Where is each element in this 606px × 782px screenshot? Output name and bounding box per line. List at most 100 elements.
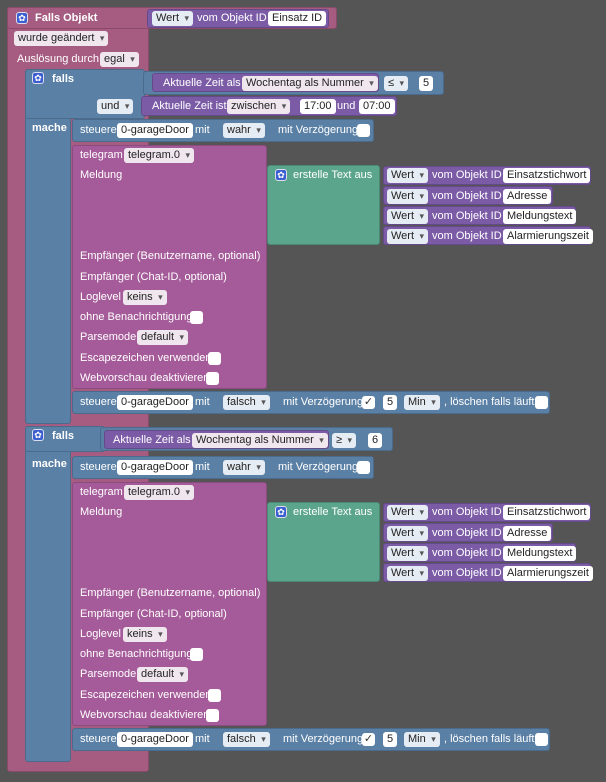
gear-icon[interactable]: ✿	[16, 12, 28, 24]
operator-dropdown-2[interactable]: ≥	[332, 433, 357, 448]
value-dropdown[interactable]: Wert	[387, 189, 429, 204]
value-dropdown[interactable]: Wert	[152, 11, 194, 26]
object-id-field[interactable]: Alarmierungszeit	[503, 566, 593, 581]
with-delay-label: mit Verzögerung	[283, 396, 364, 408]
delay-checkbox[interactable]: ✓	[362, 396, 375, 409]
object-id-field[interactable]: Einsatzstichwort	[503, 168, 591, 183]
gear-icon[interactable]: ✿	[32, 72, 44, 84]
value-dropdown[interactable]: Wert	[387, 566, 429, 581]
value-dropdown[interactable]: Wert	[387, 526, 429, 541]
mit-label: mit	[195, 124, 210, 136]
object-id-field[interactable]: Alarmierungszeit	[503, 229, 593, 244]
parsemode-label: Parsemode	[80, 331, 137, 343]
object-id-field[interactable]: Meldungstext	[503, 209, 577, 224]
trigger-by-dropdown[interactable]: egal	[100, 52, 139, 67]
telegram-block-1[interactable]	[72, 145, 267, 389]
escape-checkbox[interactable]	[208, 689, 221, 702]
value-true-dropdown[interactable]: wahr	[223, 123, 265, 138]
time-to-field[interactable]: 07:00	[359, 99, 395, 114]
object-id-field[interactable]: Meldungstext	[503, 546, 577, 561]
time-and-label: und	[337, 100, 356, 112]
delay-checkbox[interactable]	[357, 461, 370, 474]
parsemode-label: Parsemode	[80, 668, 137, 680]
steuere-label: steuere	[80, 124, 117, 136]
telegram-block-2[interactable]	[72, 482, 267, 726]
telegram-instance-dropdown[interactable]: telegram.0	[124, 148, 194, 163]
no-preview-checkbox[interactable]	[206, 372, 219, 385]
mit-label: mit	[195, 396, 210, 408]
clear-running-label: , löschen falls läuft	[444, 396, 535, 408]
recipient-chat-label: Empfänger (Chat-ID, optional)	[80, 608, 227, 620]
telegram-instance-dropdown[interactable]: telegram.0	[124, 485, 194, 500]
build-text-label: erstelle Text aus	[293, 506, 373, 518]
object-id-field[interactable]: Einsatzstichwort	[503, 505, 591, 520]
silent-checkbox[interactable]	[190, 311, 203, 324]
parsemode-dropdown[interactable]: default	[137, 330, 189, 345]
number-field-2[interactable]: 6	[368, 433, 383, 448]
delay-value-field[interactable]: 5	[383, 732, 398, 747]
if-block-2[interactable]	[25, 426, 71, 762]
loglevel-dropdown[interactable]: keins	[123, 290, 167, 305]
do-label-1: mache	[32, 122, 67, 134]
operator-dropdown-1[interactable]: ≤	[384, 76, 409, 91]
changed-dropdown[interactable]: wurde geändert	[14, 31, 109, 46]
and-dropdown[interactable]: und	[97, 99, 134, 114]
mit-label: mit	[195, 461, 210, 473]
gear-icon[interactable]: ✿	[275, 169, 287, 181]
gear-icon[interactable]: ✿	[32, 429, 44, 441]
loglevel-dropdown[interactable]: keins	[123, 627, 167, 642]
of-object-id-label: vom Objekt ID	[432, 230, 502, 242]
object-id-field[interactable]: Adresse	[503, 189, 552, 204]
delay-checkbox[interactable]	[357, 124, 370, 137]
delay-unit-dropdown[interactable]: Min	[404, 395, 440, 410]
with-delay-label: mit Verzögerung	[283, 733, 364, 745]
of-object-id-label: vom Objekt ID	[197, 12, 267, 24]
loglevel-label: Loglevel	[80, 628, 121, 640]
garage-id-field[interactable]: 0-garageDoor	[117, 732, 193, 747]
of-object-id-label: vom Objekt ID	[432, 210, 502, 222]
value-dropdown[interactable]: Wert	[387, 229, 429, 244]
gear-icon[interactable]: ✿	[275, 506, 287, 518]
escape-checkbox[interactable]	[208, 352, 221, 365]
loglevel-label: Loglevel	[80, 291, 121, 303]
delay-value-field[interactable]: 5	[383, 395, 398, 410]
clear-running-checkbox[interactable]	[535, 733, 548, 746]
value-dropdown[interactable]: Wert	[387, 168, 429, 183]
value-dropdown[interactable]: Wert	[387, 505, 429, 520]
message-label: Meldung	[80, 506, 123, 518]
delay-unit-dropdown[interactable]: Min	[404, 732, 440, 747]
trigger-title: Falls Objekt	[35, 12, 98, 24]
value-dropdown[interactable]: Wert	[387, 546, 429, 561]
current-time-label-1: Aktuelle Zeit als	[163, 77, 241, 89]
clear-running-checkbox[interactable]	[535, 396, 548, 409]
value-dropdown[interactable]: Wert	[387, 209, 429, 224]
recipient-chat-label: Empfänger (Chat-ID, optional)	[80, 271, 227, 283]
with-delay-label: mit Verzögerung	[278, 124, 359, 136]
value-false-dropdown[interactable]: falsch	[223, 732, 270, 747]
between-dropdown[interactable]: zwischen	[227, 99, 291, 114]
if-block-1[interactable]	[25, 69, 71, 424]
steuere-label: steuere	[80, 461, 117, 473]
trigger-by-label: Auslösung durch	[17, 53, 99, 65]
of-object-id-label: vom Objekt ID	[432, 169, 502, 181]
delay-checkbox[interactable]: ✓	[362, 733, 375, 746]
steuere-label: steuere	[80, 396, 117, 408]
garage-id-field[interactable]: 0-garageDoor	[117, 460, 193, 475]
weekday-dropdown-2[interactable]: Wochentag als Nummer	[192, 433, 328, 448]
garage-id-field[interactable]: 0-garageDoor	[117, 395, 193, 410]
object-id-field[interactable]: Adresse	[503, 526, 552, 541]
object-id-field[interactable]: Einsatz ID	[268, 11, 327, 26]
with-delay-label: mit Verzögerung	[278, 461, 359, 473]
of-object-id-label: vom Objekt ID	[432, 547, 502, 559]
garage-id-field[interactable]: 0-garageDoor	[117, 123, 193, 138]
no-preview-checkbox[interactable]	[206, 709, 219, 722]
parsemode-dropdown[interactable]: default	[137, 667, 189, 682]
if-label-1: falls	[52, 73, 75, 85]
no-preview-label: Webvorschau deaktivieren	[80, 372, 210, 384]
time-from-field[interactable]: 17:00	[300, 99, 336, 114]
weekday-dropdown-1[interactable]: Wochentag als Nummer	[242, 76, 378, 91]
number-field-1[interactable]: 5	[419, 76, 434, 91]
value-false-dropdown[interactable]: falsch	[223, 395, 270, 410]
value-true-dropdown[interactable]: wahr	[223, 460, 265, 475]
silent-checkbox[interactable]	[190, 648, 203, 661]
